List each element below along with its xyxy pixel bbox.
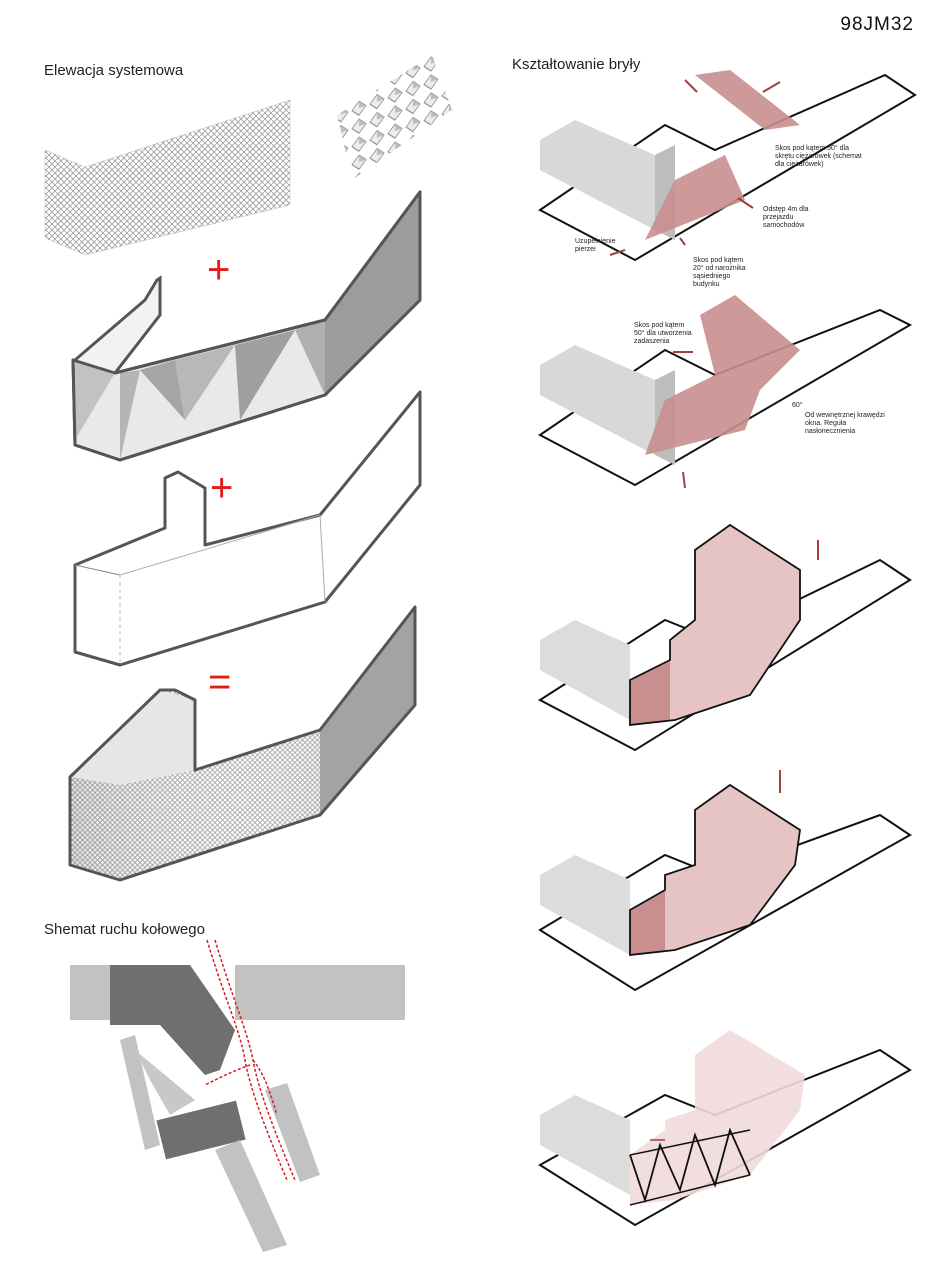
note-window-rule: Od wewnętrznej krawędzi okna. Reguła nas… [805,412,885,435]
note-frontage: Uzupełnienie pierzei [575,238,616,253]
facade-mesh-panel [44,99,291,256]
massing-step-1 [538,70,917,262]
massing-step-3 [538,523,912,752]
resulting-facade-volume [68,605,417,882]
note-canopy-angle: Skos pod kątem 50° dla utworzenia zadasz… [634,322,692,345]
massing-step-4 [538,770,912,992]
base-volume-outline [73,390,422,667]
massing-step-2 [538,295,913,489]
elevation-title: Elewacja systemowa [44,62,184,79]
massing-title: Kształtowanie bryły [512,56,641,73]
equals-symbol: = [208,660,232,704]
note-truck-angle: Skos pod kątem 50° dla skrętu ciężarówek… [775,145,862,168]
note-neighbour-angle: Skos pod kątem 20° od narożnika sąsiedni… [693,257,746,288]
massing-step-5 [538,1030,912,1227]
traffic-scheme-plan [70,939,405,1252]
facade-module-detail [337,55,452,180]
note-60-deg: 60° [792,402,803,409]
project-code: 98JM32 [840,14,914,35]
plus-symbol-1: + [207,248,231,292]
note-car-gap: Odstęp 4m dla przejazdu samochodów [763,206,809,229]
plus-symbol-2: + [210,466,234,510]
triangle-facade-volume [71,190,422,462]
traffic-title: Shemat ruchu kołowego [44,921,205,938]
